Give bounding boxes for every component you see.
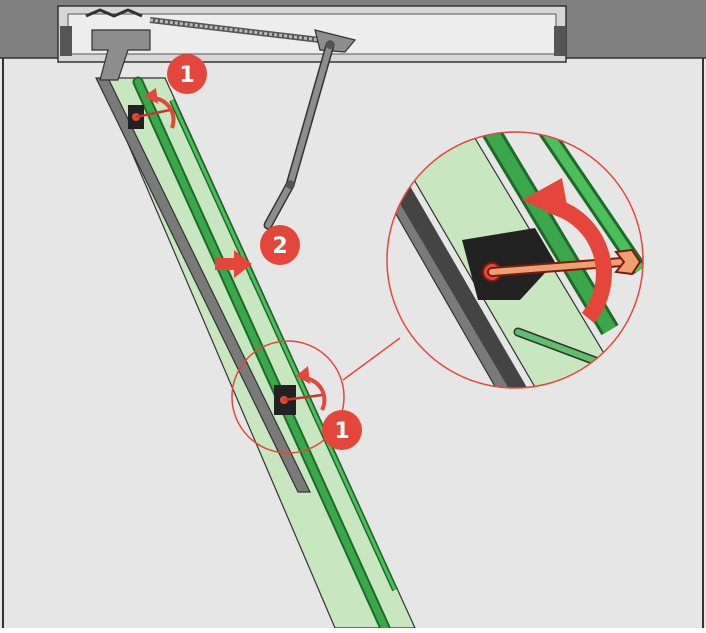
push-arrow-icon [215, 250, 252, 278]
lower-bracket [274, 385, 323, 415]
green-rail [132, 76, 398, 633]
hinge-mechanism [85, 8, 357, 230]
zoom-circle [386, 131, 644, 389]
upper-bracket [128, 105, 171, 129]
callout-1-bottom: 1 [322, 410, 362, 450]
callout-1-top: 1 [167, 54, 207, 94]
callout-label: 1 [179, 63, 194, 88]
callout-label: 2 [272, 234, 287, 259]
callout-2: 2 [260, 225, 300, 265]
magnifier-circle-icon [231, 340, 345, 454]
rotate-arrow-icon [522, 178, 612, 324]
callout-label: 1 [334, 419, 349, 444]
